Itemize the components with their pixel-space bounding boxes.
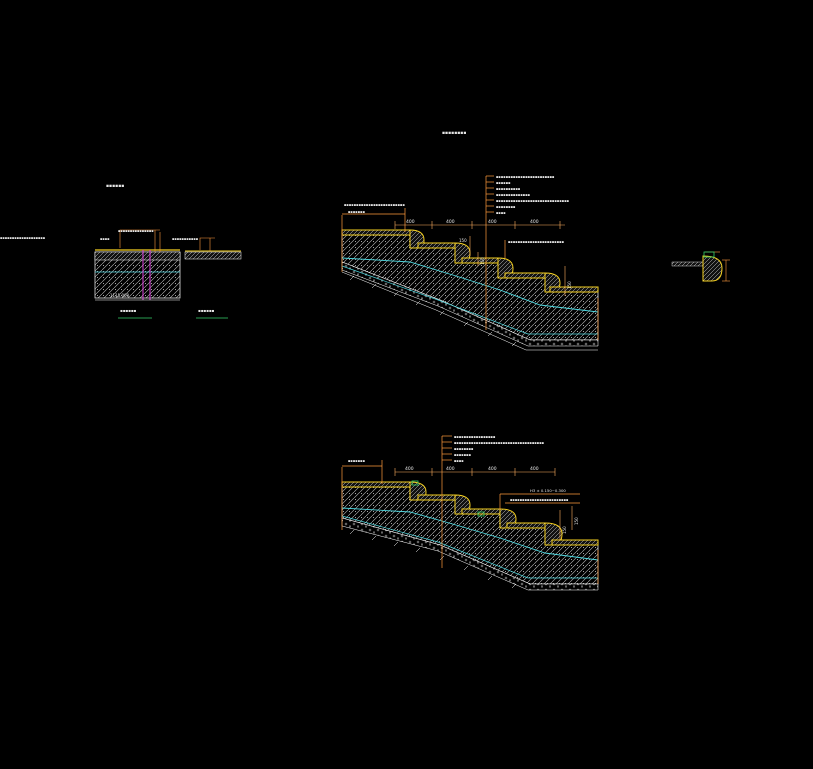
small-label-a: ▪▪▪▪▪▪ — [120, 308, 137, 313]
bottom-riser-b: 150 — [574, 517, 579, 525]
top-stair-dim-line — [394, 221, 565, 229]
small-label-b: ▪▪▪▪▪▪ — [198, 308, 215, 313]
top-stair-gravel — [341, 261, 599, 347]
bottom-dim-a: 400 — [405, 466, 414, 472]
top-dim-c: 400 — [488, 219, 497, 225]
bottom-detail-note: H3 ± 0.150~0.300 — [530, 488, 566, 493]
top-riser-a: 150 — [459, 238, 467, 243]
top-section-title: ▪▪▪▪▪▪▪▪ — [442, 131, 466, 136]
top-stair-membrane — [341, 257, 599, 313]
svg-text:▪▪▪▪▪▪▪▪▪▪▪▪▪▪▪▪▪▪▪▪▪▪▪▪▪▪▪▪▪▪: ▪▪▪▪▪▪▪▪▪▪▪▪▪▪▪▪▪▪▪▪▪▪▪▪▪▪▪▪▪▪ — [496, 199, 570, 203]
svg-text:▪▪▪▪▪▪▪▪▪▪▪▪▪▪: ▪▪▪▪▪▪▪▪▪▪▪▪▪▪ — [496, 193, 531, 197]
top-dim-a: 400 — [406, 219, 415, 225]
bottom-stair-treads — [341, 481, 599, 546]
svg-text:▪▪▪▪▪▪▪: ▪▪▪▪▪▪▪ — [454, 453, 472, 457]
svg-text:▪▪▪▪▪▪▪: ▪▪▪▪▪▪▪ — [348, 459, 366, 463]
svg-text:▪▪▪▪: ▪▪▪▪ — [454, 459, 464, 463]
small-detail-note-1: ▪▪▪▪▪▪▪▪▪▪▪▪▪▪▪ — [118, 229, 154, 233]
svg-text:▪▪▪▪▪▪▪▪: ▪▪▪▪▪▪▪▪ — [454, 447, 474, 451]
nosing-detail — [671, 251, 730, 282]
top-stair-notes: ▪▪▪▪▪▪▪▪▪▪▪▪▪▪▪▪▪▪▪▪▪▪▪▪ ▪▪▪▪▪▪ ▪▪▪▪▪▪▪▪… — [344, 175, 570, 244]
top-riser-b: 150 — [480, 257, 485, 265]
small-detail-note-3: ▪▪▪▪▪▪▪▪▪▪▪▪▪▪▪▪▪▪▪ — [0, 236, 46, 240]
top-riser-c: 150 — [567, 281, 572, 289]
strip-detail — [184, 251, 242, 260]
svg-text:▪▪▪▪: ▪▪▪▪ — [496, 211, 506, 215]
top-dim-b: 400 — [446, 219, 455, 225]
bottom-riser-a: 150 — [562, 526, 567, 534]
top-stair-treads — [341, 229, 599, 293]
nosing-profile — [702, 255, 723, 282]
bottom-stair-gravel — [341, 517, 599, 591]
small-section-top-layer — [94, 251, 181, 261]
svg-text:▪▪▪▪▪▪▪▪: ▪▪▪▪▪▪▪▪ — [496, 205, 516, 209]
svg-text:▪▪▪▪▪▪▪▪▪▪▪▪▪▪▪▪▪▪▪▪▪▪▪▪: ▪▪▪▪▪▪▪▪▪▪▪▪▪▪▪▪▪▪▪▪▪▪▪▪ — [510, 498, 569, 502]
small-section-detail: ▪▪▪▪▪▪ ▪▪▪▪▪▪▪▪▪▪▪▪▪▪▪ ▪▪▪▪ ▪▪▪▪▪▪▪▪▪▪▪▪… — [0, 184, 242, 319]
svg-text:▪▪▪▪▪▪▪▪▪▪▪▪▪▪▪▪▪▪▪▪▪▪▪▪▪: ▪▪▪▪▪▪▪▪▪▪▪▪▪▪▪▪▪▪▪▪▪▪▪▪▪ — [344, 203, 405, 207]
bottom-dim-d: 400 — [530, 466, 539, 472]
bottom-dim-b: 400 — [446, 466, 455, 472]
bottom-dim-c: 400 — [488, 466, 497, 472]
svg-text:▪▪▪▪▪▪▪: ▪▪▪▪▪▪▪ — [348, 210, 366, 214]
small-detail-note-2: ▪▪▪▪ — [100, 237, 110, 241]
svg-text:▪▪▪▪▪▪▪▪▪▪▪▪▪▪▪▪▪▪▪▪▪▪▪▪: ▪▪▪▪▪▪▪▪▪▪▪▪▪▪▪▪▪▪▪▪▪▪▪▪ — [496, 175, 555, 179]
top-stair-section: ▪▪▪▪▪▪▪▪ — [341, 131, 599, 351]
svg-text:▪▪▪▪▪▪▪▪▪▪: ▪▪▪▪▪▪▪▪▪▪ — [496, 187, 521, 191]
top-stair-soil — [341, 271, 598, 351]
svg-text:▪▪▪▪▪▪: ▪▪▪▪▪▪ — [496, 181, 511, 185]
svg-text:▪▪▪▪▪▪▪▪▪▪▪▪▪▪▪▪▪: ▪▪▪▪▪▪▪▪▪▪▪▪▪▪▪▪▪ — [454, 435, 496, 439]
bottom-stair-membrane — [341, 507, 599, 561]
strip-note: ▪▪▪▪▪▪▪▪▪▪▪ — [172, 237, 199, 241]
top-stair-leaders — [341, 175, 599, 340]
bottom-stair-section: 400 400 400 400 150 150 H3 ± 0.150~0.300… — [341, 435, 599, 591]
svg-text:▪▪▪▪▪▪▪▪▪▪▪▪▪▪▪▪▪▪▪▪▪▪▪▪▪▪▪▪▪▪: ▪▪▪▪▪▪▪▪▪▪▪▪▪▪▪▪▪▪▪▪▪▪▪▪▪▪▪▪▪▪▪▪▪▪▪▪▪ — [454, 441, 545, 445]
bottom-stair-leaders — [341, 435, 599, 584]
small-detail-title: ▪▪▪▪▪▪ — [106, 184, 124, 189]
bottom-stair-notes: ▪▪▪▪▪▪▪▪▪▪▪▪▪▪▪▪▪ ▪▪▪▪▪▪▪▪▪▪▪▪▪▪▪▪▪▪▪▪▪▪… — [348, 435, 569, 502]
small-detail-leaders — [119, 229, 161, 252]
small-section-base-dim: 1115.000 — [110, 293, 130, 298]
top-dim-d: 400 — [530, 219, 539, 225]
svg-text:▪▪▪▪▪▪▪▪▪▪▪▪▪▪▪▪▪▪▪▪▪▪▪: ▪▪▪▪▪▪▪▪▪▪▪▪▪▪▪▪▪▪▪▪▪▪▪ — [508, 240, 565, 244]
